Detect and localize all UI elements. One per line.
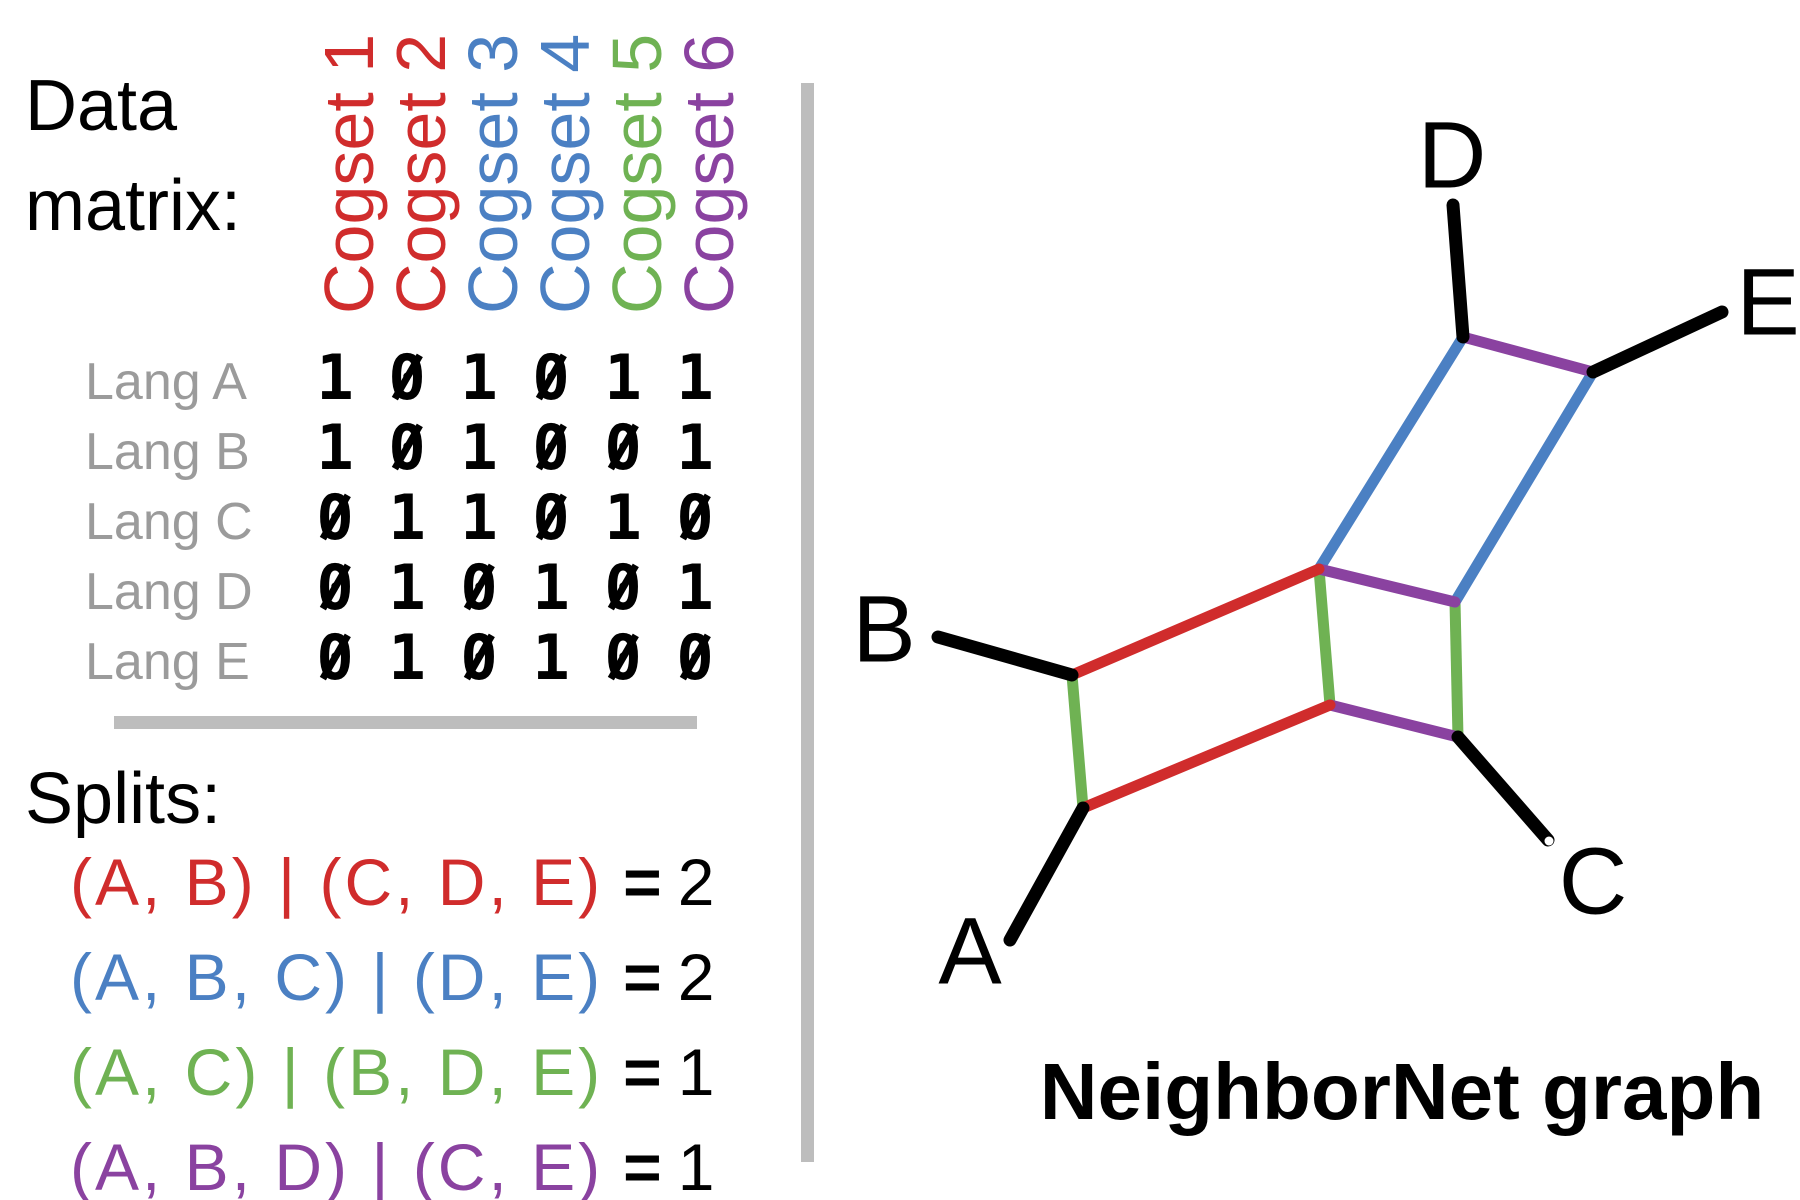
matrix-cell: 1: [460, 341, 498, 414]
matrix-cell: 0: [676, 481, 714, 554]
graph-edge-blue: [1449, 366, 1599, 608]
matrix-cell: 0: [604, 551, 642, 624]
matrix-cell: 0: [388, 341, 426, 414]
matrix-cell: 1: [532, 621, 570, 694]
matrix-cell: 1: [604, 341, 642, 414]
data-matrix-title-line1: Data: [25, 66, 178, 146]
row-label-lang-b: Lang B: [85, 423, 250, 481]
graph-edge-black: [1451, 730, 1555, 847]
matrix-cell: 0: [460, 551, 498, 624]
matrix-cell: 1: [676, 341, 714, 414]
graph-edge-green: [1066, 669, 1089, 814]
matrix-cell: 0: [316, 481, 354, 554]
matrix-cell: 1: [388, 481, 426, 554]
matrix-cell: 1: [388, 621, 426, 694]
matrix-cell: 0: [676, 621, 714, 694]
graph-edge-purple: [1324, 699, 1464, 743]
split-groups: (A, B, C) | (D, E): [70, 940, 604, 1014]
graph-edge-red: [1077, 699, 1336, 814]
data-matrix-title-line2: matrix:: [25, 166, 241, 246]
split-groups: (A, B) | (C, D, E): [70, 845, 604, 919]
node-label-A: A: [938, 898, 1002, 1005]
matrix-cell: 1: [316, 341, 354, 414]
node-label-E: E: [1736, 249, 1800, 356]
equals-sign: =: [623, 1035, 662, 1109]
c-branch-tip-ring: [1544, 836, 1554, 846]
matrix-cell: 1: [460, 411, 498, 484]
panel-divider: [801, 83, 814, 1162]
matrix-cell: 0: [460, 621, 498, 694]
equals-sign: =: [623, 940, 662, 1014]
matrix-cell: 1: [676, 411, 714, 484]
graph-edge-black: [1446, 198, 1470, 344]
row-label-lang-e: Lang E: [85, 633, 250, 691]
matrix-cell: 0: [604, 411, 642, 484]
matrix-cell: 1: [604, 481, 642, 554]
equals-sign: =: [623, 845, 662, 919]
split-row: (A, B, D) | (C, E) =1: [70, 1127, 714, 1200]
matrix-cell: 0: [604, 621, 642, 694]
matrix-splits-separator: [114, 716, 697, 729]
graph-edge-green: [1313, 563, 1336, 711]
split-row: (A, C) | (B, D, E) =1: [70, 1032, 714, 1112]
graph-edge-green: [1449, 596, 1464, 743]
node-label-C: C: [1558, 828, 1628, 935]
matrix-cell: 1: [316, 411, 354, 484]
split-row: (A, B, C) | (D, E) =2: [70, 937, 714, 1017]
matrix-cell: 0: [532, 481, 570, 554]
matrix-cell: 0: [316, 621, 354, 694]
matrix-cell: 0: [532, 411, 570, 484]
split-weight: 1: [677, 1130, 715, 1200]
graph-edge-purple: [1457, 331, 1599, 378]
splits-title: Splits:: [25, 759, 222, 839]
equals-sign: =: [623, 1130, 662, 1200]
graph-title: NeighborNet graph: [1039, 1047, 1765, 1136]
graph-edge-red: [1066, 563, 1325, 681]
matrix-cell: 1: [676, 551, 714, 624]
graph-edge-blue: [1313, 331, 1469, 575]
matrix-cell: 0: [388, 411, 426, 484]
row-label-lang-d: Lang D: [85, 563, 253, 621]
graph-edge-black: [1586, 305, 1729, 379]
node-label-B: B: [852, 576, 916, 683]
node-label-D: D: [1417, 102, 1487, 209]
matrix-cell: 0: [532, 341, 570, 414]
matrix-cell: 1: [388, 551, 426, 624]
split-groups: (A, C) | (B, D, E): [70, 1035, 604, 1109]
graph-edge-black: [931, 630, 1079, 682]
split-weight: 2: [677, 940, 715, 1014]
split-groups: (A, B, D) | (C, E): [70, 1130, 604, 1200]
split-weight: 1: [677, 1035, 715, 1109]
row-label-lang-a: Lang A: [85, 353, 247, 411]
graph-edge-black: [1003, 801, 1090, 947]
data-matrix-title: Data matrix:: [25, 56, 241, 256]
matrix-cell: 0: [316, 551, 354, 624]
split-row: (A, B) | (C, D, E) =2: [70, 842, 714, 922]
row-label-lang-c: Lang C: [85, 493, 253, 551]
matrix-cell: 1: [532, 551, 570, 624]
split-weight: 2: [677, 845, 715, 919]
matrix-cell: 1: [460, 481, 498, 554]
graph-edge-purple: [1313, 563, 1461, 608]
